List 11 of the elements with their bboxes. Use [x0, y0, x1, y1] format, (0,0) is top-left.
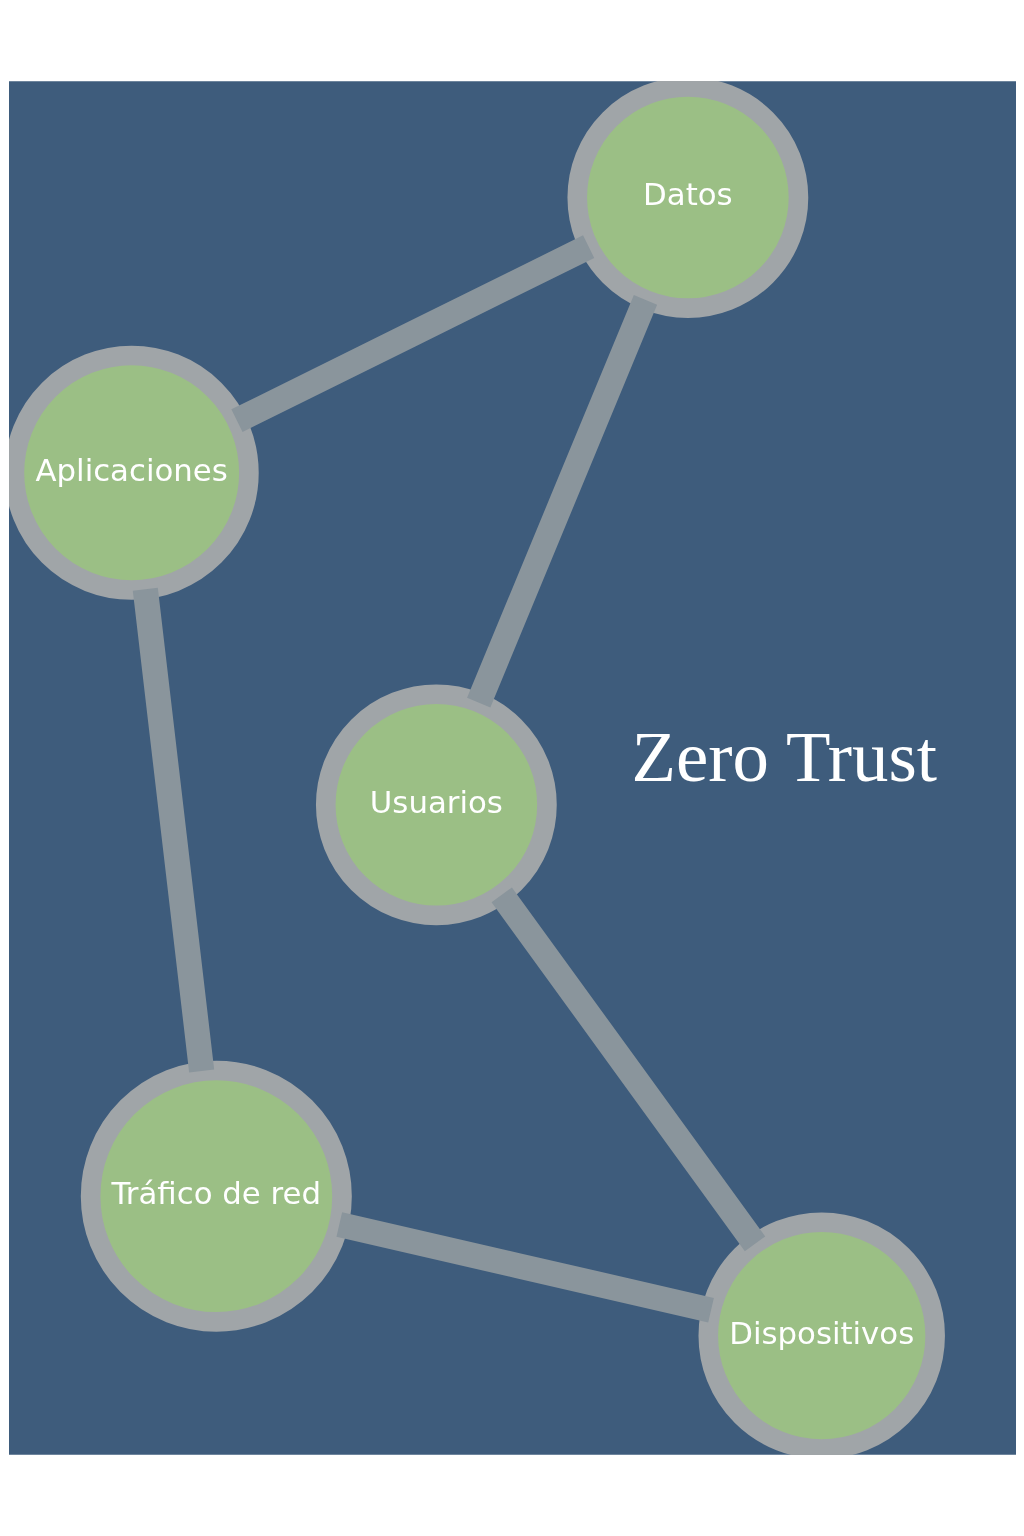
- node-circle: Usuarios: [315, 684, 557, 926]
- node-circle: Dispositivos: [698, 1212, 945, 1455]
- node-circle: Tráfico de red: [80, 1060, 352, 1332]
- node-circle: Datos: [566, 81, 808, 318]
- connector: [132, 587, 214, 1073]
- connector: [491, 887, 765, 1252]
- connector: [466, 295, 657, 708]
- connector: [335, 1212, 714, 1323]
- label: Zero Trust: [631, 716, 937, 798]
- node-circle: Aplicaciones: [8, 345, 259, 600]
- connector: [230, 235, 594, 432]
